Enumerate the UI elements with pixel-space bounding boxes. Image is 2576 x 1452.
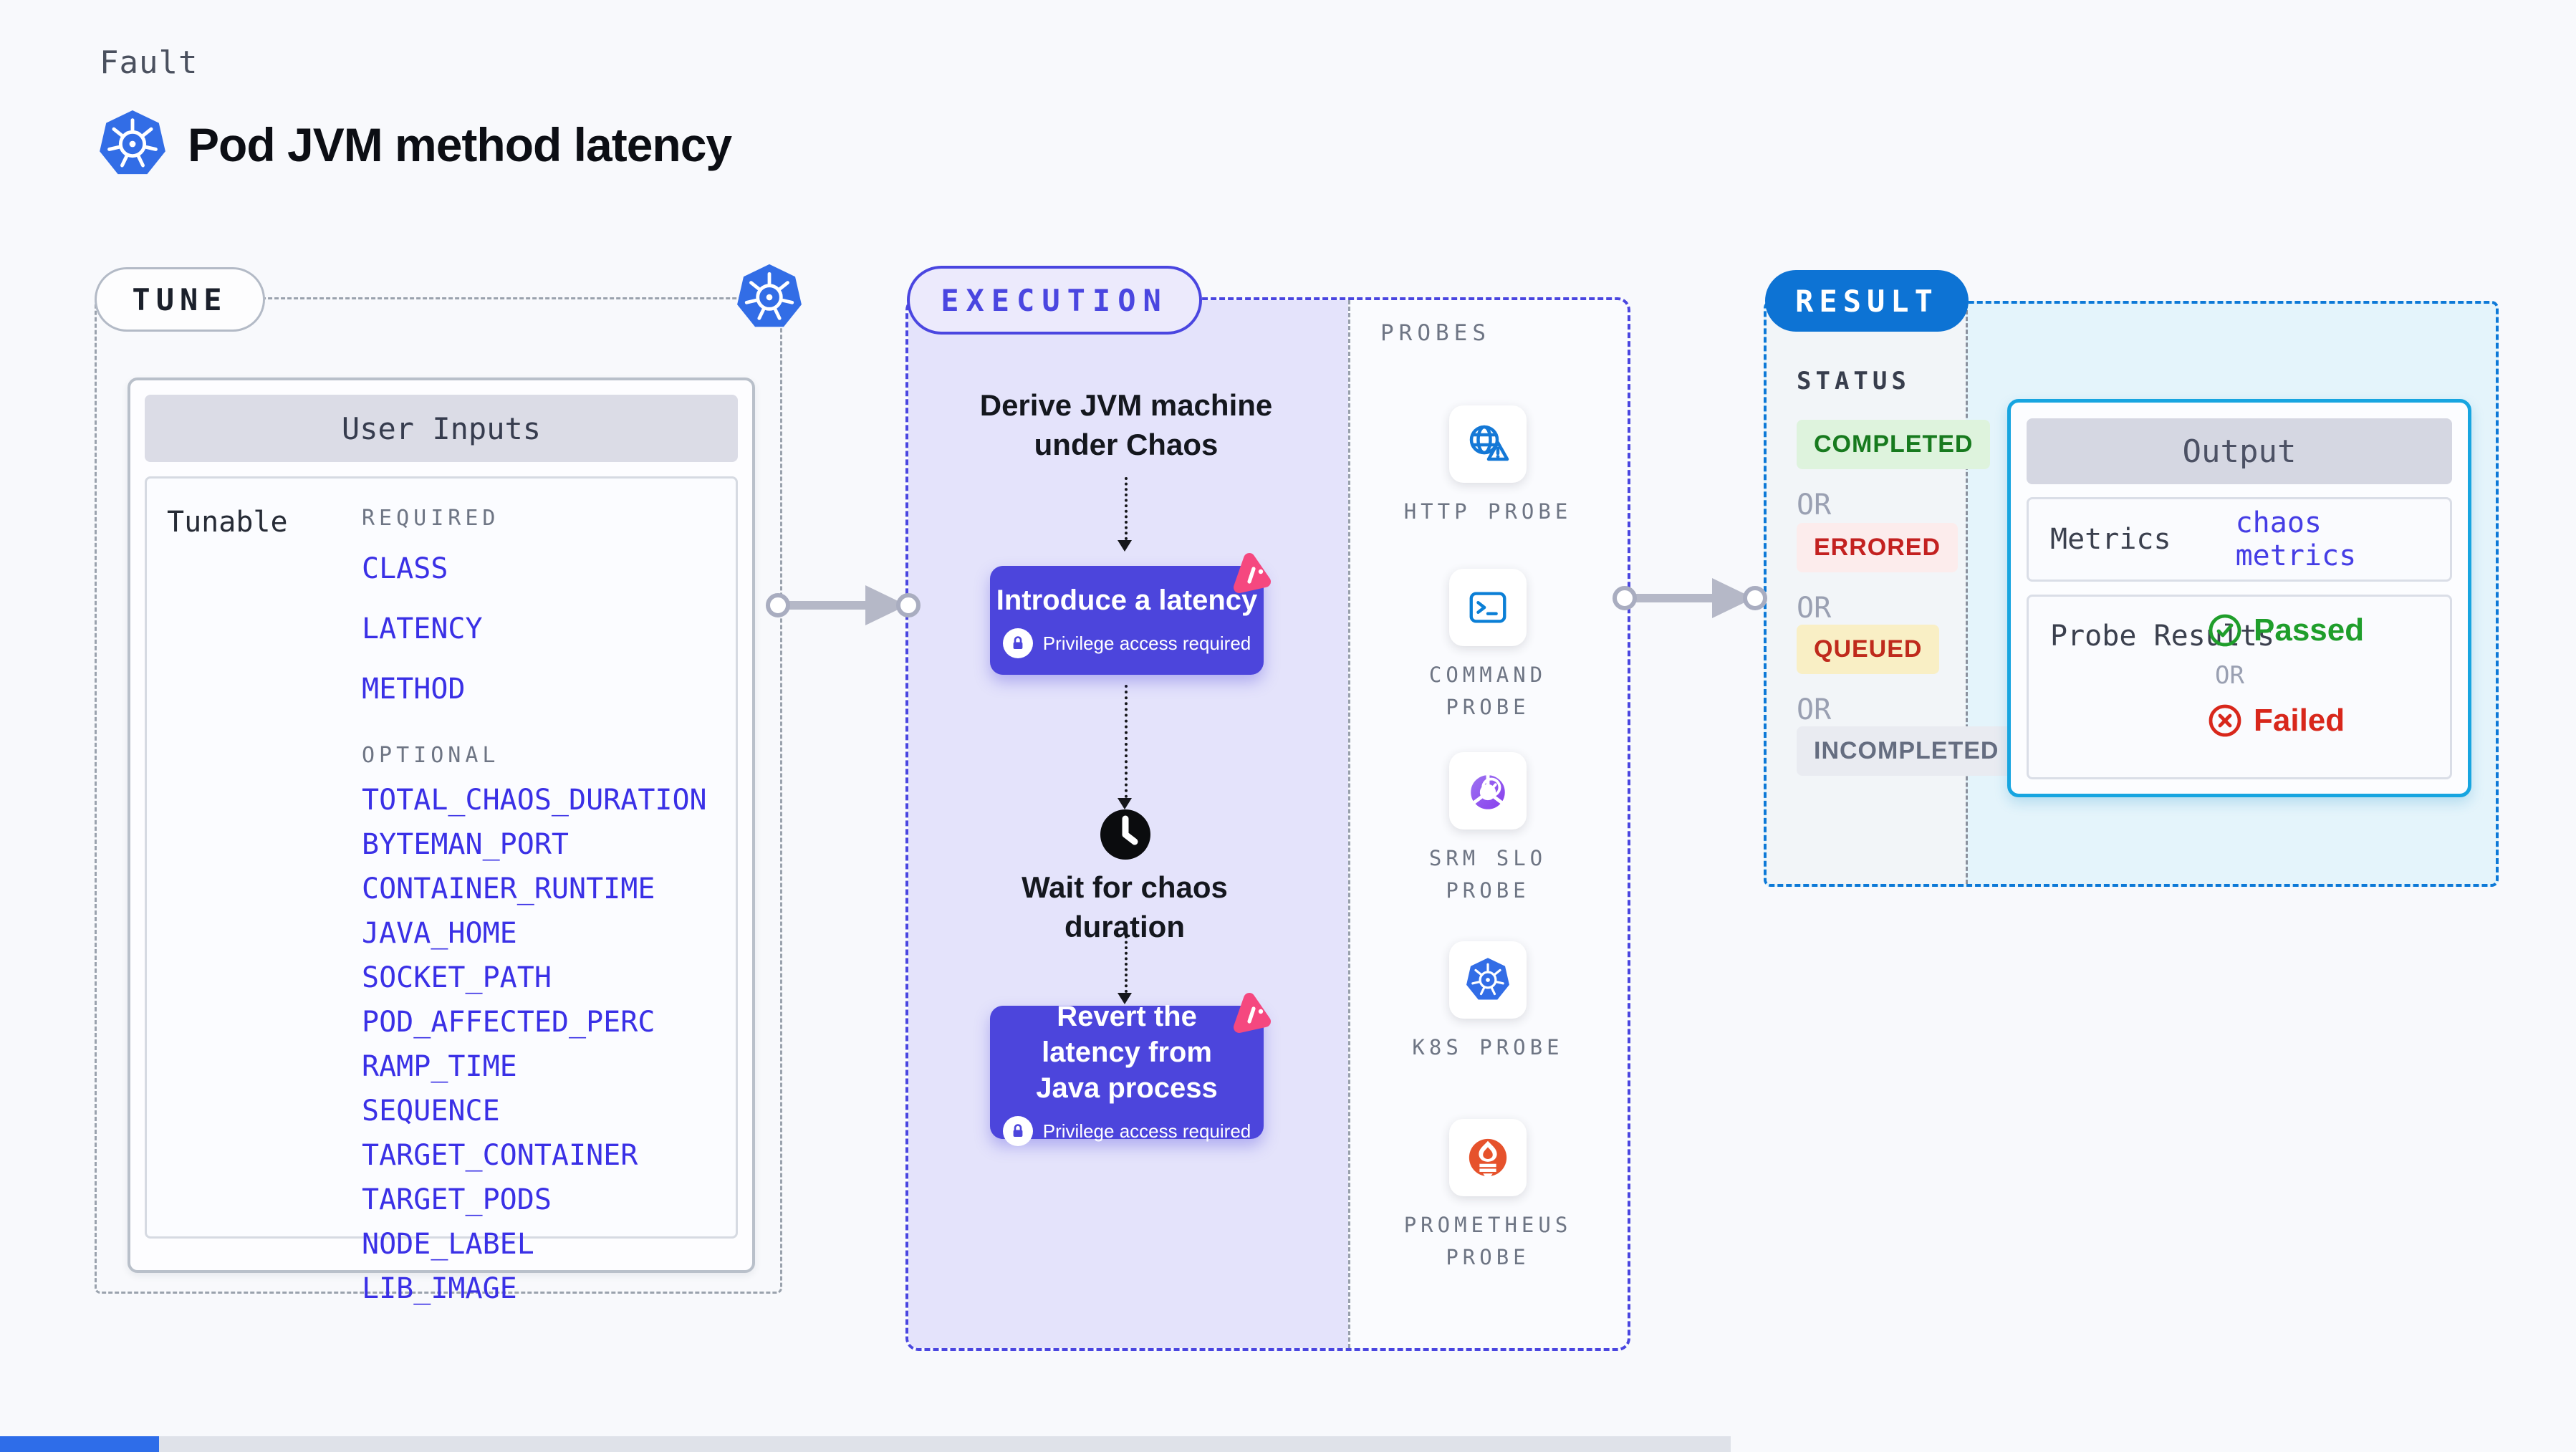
field-link[interactable]: LIB_IMAGE: [362, 1272, 517, 1305]
metrics-row: Metrics chaos metrics: [2027, 497, 2452, 582]
connector-arrowhead: [1118, 993, 1132, 1004]
chaos-icon: [1234, 993, 1271, 1033]
field-link[interactable]: LATENCY: [362, 612, 483, 645]
http-probe-card[interactable]: [1449, 405, 1527, 483]
field-link[interactable]: NODE_LABEL: [362, 1228, 534, 1261]
bottom-blue-strip: [0, 1436, 159, 1452]
step-title: Revert the latency from Java process: [1036, 1001, 1218, 1104]
prometheus-probe-card[interactable]: [1449, 1119, 1527, 1196]
clock-icon: [1100, 809, 1150, 860]
status-badge-queued: QUEUED: [1797, 625, 1940, 674]
optional-heading: OPTIONAL: [362, 743, 500, 768]
field-link[interactable]: JAVA_HOME: [362, 917, 517, 950]
status-heading: STATUS: [1797, 367, 1911, 395]
execution-section: Derive JVM machine under Chaos Introduce…: [905, 297, 1630, 1351]
lock-icon: [1002, 1116, 1033, 1146]
required-heading: REQUIRED: [362, 506, 500, 531]
status-column-background: [1767, 304, 1966, 884]
field-link[interactable]: SEQUENCE: [362, 1095, 500, 1128]
field-link[interactable]: CLASS: [362, 552, 448, 585]
tune-section: [95, 297, 782, 1294]
field-link[interactable]: TARGET_PODS: [362, 1183, 552, 1216]
kubernetes-icon: [737, 264, 802, 327]
probes-divider: [1348, 300, 1350, 1348]
probes-to-result-arrow: [1613, 578, 1767, 618]
k8s-probe-card[interactable]: [1449, 941, 1527, 1019]
status-badge-errored: ERRORED: [1797, 523, 1959, 572]
connector-line: [1125, 685, 1128, 798]
metrics-value[interactable]: chaos metrics: [2235, 506, 2357, 572]
lock-icon: [1002, 628, 1033, 658]
terminal-icon: [1469, 592, 1506, 623]
field-link[interactable]: TOTAL_CHAOS_DURATION: [362, 784, 707, 817]
probe-label: COMMAND PROBE: [1428, 663, 1547, 719]
or-label: OR: [1797, 489, 1832, 521]
page-title: Pod JVM method latency: [188, 118, 732, 171]
connector-line: [1125, 477, 1128, 540]
status-badge-completed: COMPLETED: [1797, 420, 1991, 469]
srm-slo-probe-card[interactable]: [1449, 752, 1527, 830]
kubernetes-icon: [100, 110, 165, 175]
probe-results-row: Probe Results Passed OR: [2027, 595, 2452, 779]
execution-pill: EXECUTION: [907, 266, 1202, 335]
command-probe-card[interactable]: [1449, 569, 1527, 646]
check-circle-icon: [2209, 614, 2241, 647]
output-header: Output: [2027, 418, 2452, 484]
or-label: OR: [1797, 693, 1832, 726]
result-section: STATUS COMPLETED OR ERRORED OR QUEUED OR…: [1764, 301, 2499, 887]
privilege-note: Privilege access required: [1042, 1120, 1251, 1142]
tunable-fields-table: Tunable REQUIRED CLASS LATENCY METHOD OP…: [145, 476, 738, 1305]
user-inputs-card: User Inputs Tunable REQUIRED CLASS LATEN…: [128, 378, 755, 1305]
globe-alert-icon: [1469, 425, 1509, 461]
bottom-grey-strip: [159, 1436, 1731, 1452]
status-badge-incompleted: INCOMPLETED: [1797, 726, 2017, 776]
x-circle-icon: [2209, 704, 2241, 737]
privilege-note: Privilege access required: [1042, 632, 1251, 654]
field-link[interactable]: BYTEMAN_PORT: [362, 828, 569, 861]
introduce-latency-step[interactable]: Introduce a latency Privilege access req…: [990, 566, 1264, 675]
step-title: Introduce a latency: [996, 585, 1258, 616]
connector-arrowhead: [1118, 540, 1132, 552]
metrics-label: Metrics: [2050, 523, 2171, 556]
field-link[interactable]: POD_AFFECTED_PERC: [362, 1006, 655, 1039]
derive-step-text: Derive JVM machine under Chaos: [979, 388, 1273, 461]
field-link[interactable]: METHOD: [362, 673, 466, 706]
field-link[interactable]: SOCKET_PATH: [362, 961, 552, 994]
probe-label: SRM SLO PROBE: [1428, 846, 1547, 903]
tune-to-execution-arrow: [766, 585, 921, 625]
chaos-icon: [1234, 553, 1271, 593]
wait-step-text: Wait for chaos duration: [1022, 870, 1228, 943]
tune-pill: TUNE: [95, 267, 265, 332]
result-pill: RESULT: [1765, 270, 1969, 332]
field-link[interactable]: RAMP_TIME: [362, 1050, 517, 1083]
fault-category-label: Fault: [100, 44, 198, 81]
probe-label: PROMETHEUS PROBE: [1403, 1213, 1572, 1269]
output-card: Output Metrics chaos metrics Probe Resul…: [2007, 399, 2471, 797]
revert-latency-step[interactable]: Revert the latency from Java process Pri…: [990, 1001, 1264, 1146]
field-link[interactable]: TARGET_CONTAINER: [362, 1139, 638, 1172]
probe-label: K8S PROBE: [1412, 1035, 1564, 1059]
kubernetes-icon: [1466, 958, 1509, 1000]
result-divider: [1966, 304, 1968, 884]
prometheus-flame-icon: [1469, 1138, 1507, 1178]
probe-label: HTTP PROBE: [1403, 499, 1572, 524]
or-label: OR: [1797, 592, 1832, 625]
connector-arrowhead: [1118, 798, 1132, 809]
passed-label: Passed: [2254, 612, 2365, 648]
slo-donut-check-icon: [1471, 774, 1505, 809]
connector-line: [1125, 936, 1128, 993]
failed-label: Failed: [2254, 703, 2345, 738]
or-label: OR: [2215, 661, 2244, 690]
user-inputs-header: User Inputs: [145, 395, 738, 462]
probes-heading: PROBES: [1380, 320, 1491, 346]
tunable-row-label: Tunable: [167, 506, 288, 539]
field-link[interactable]: CONTAINER_RUNTIME: [362, 872, 655, 905]
